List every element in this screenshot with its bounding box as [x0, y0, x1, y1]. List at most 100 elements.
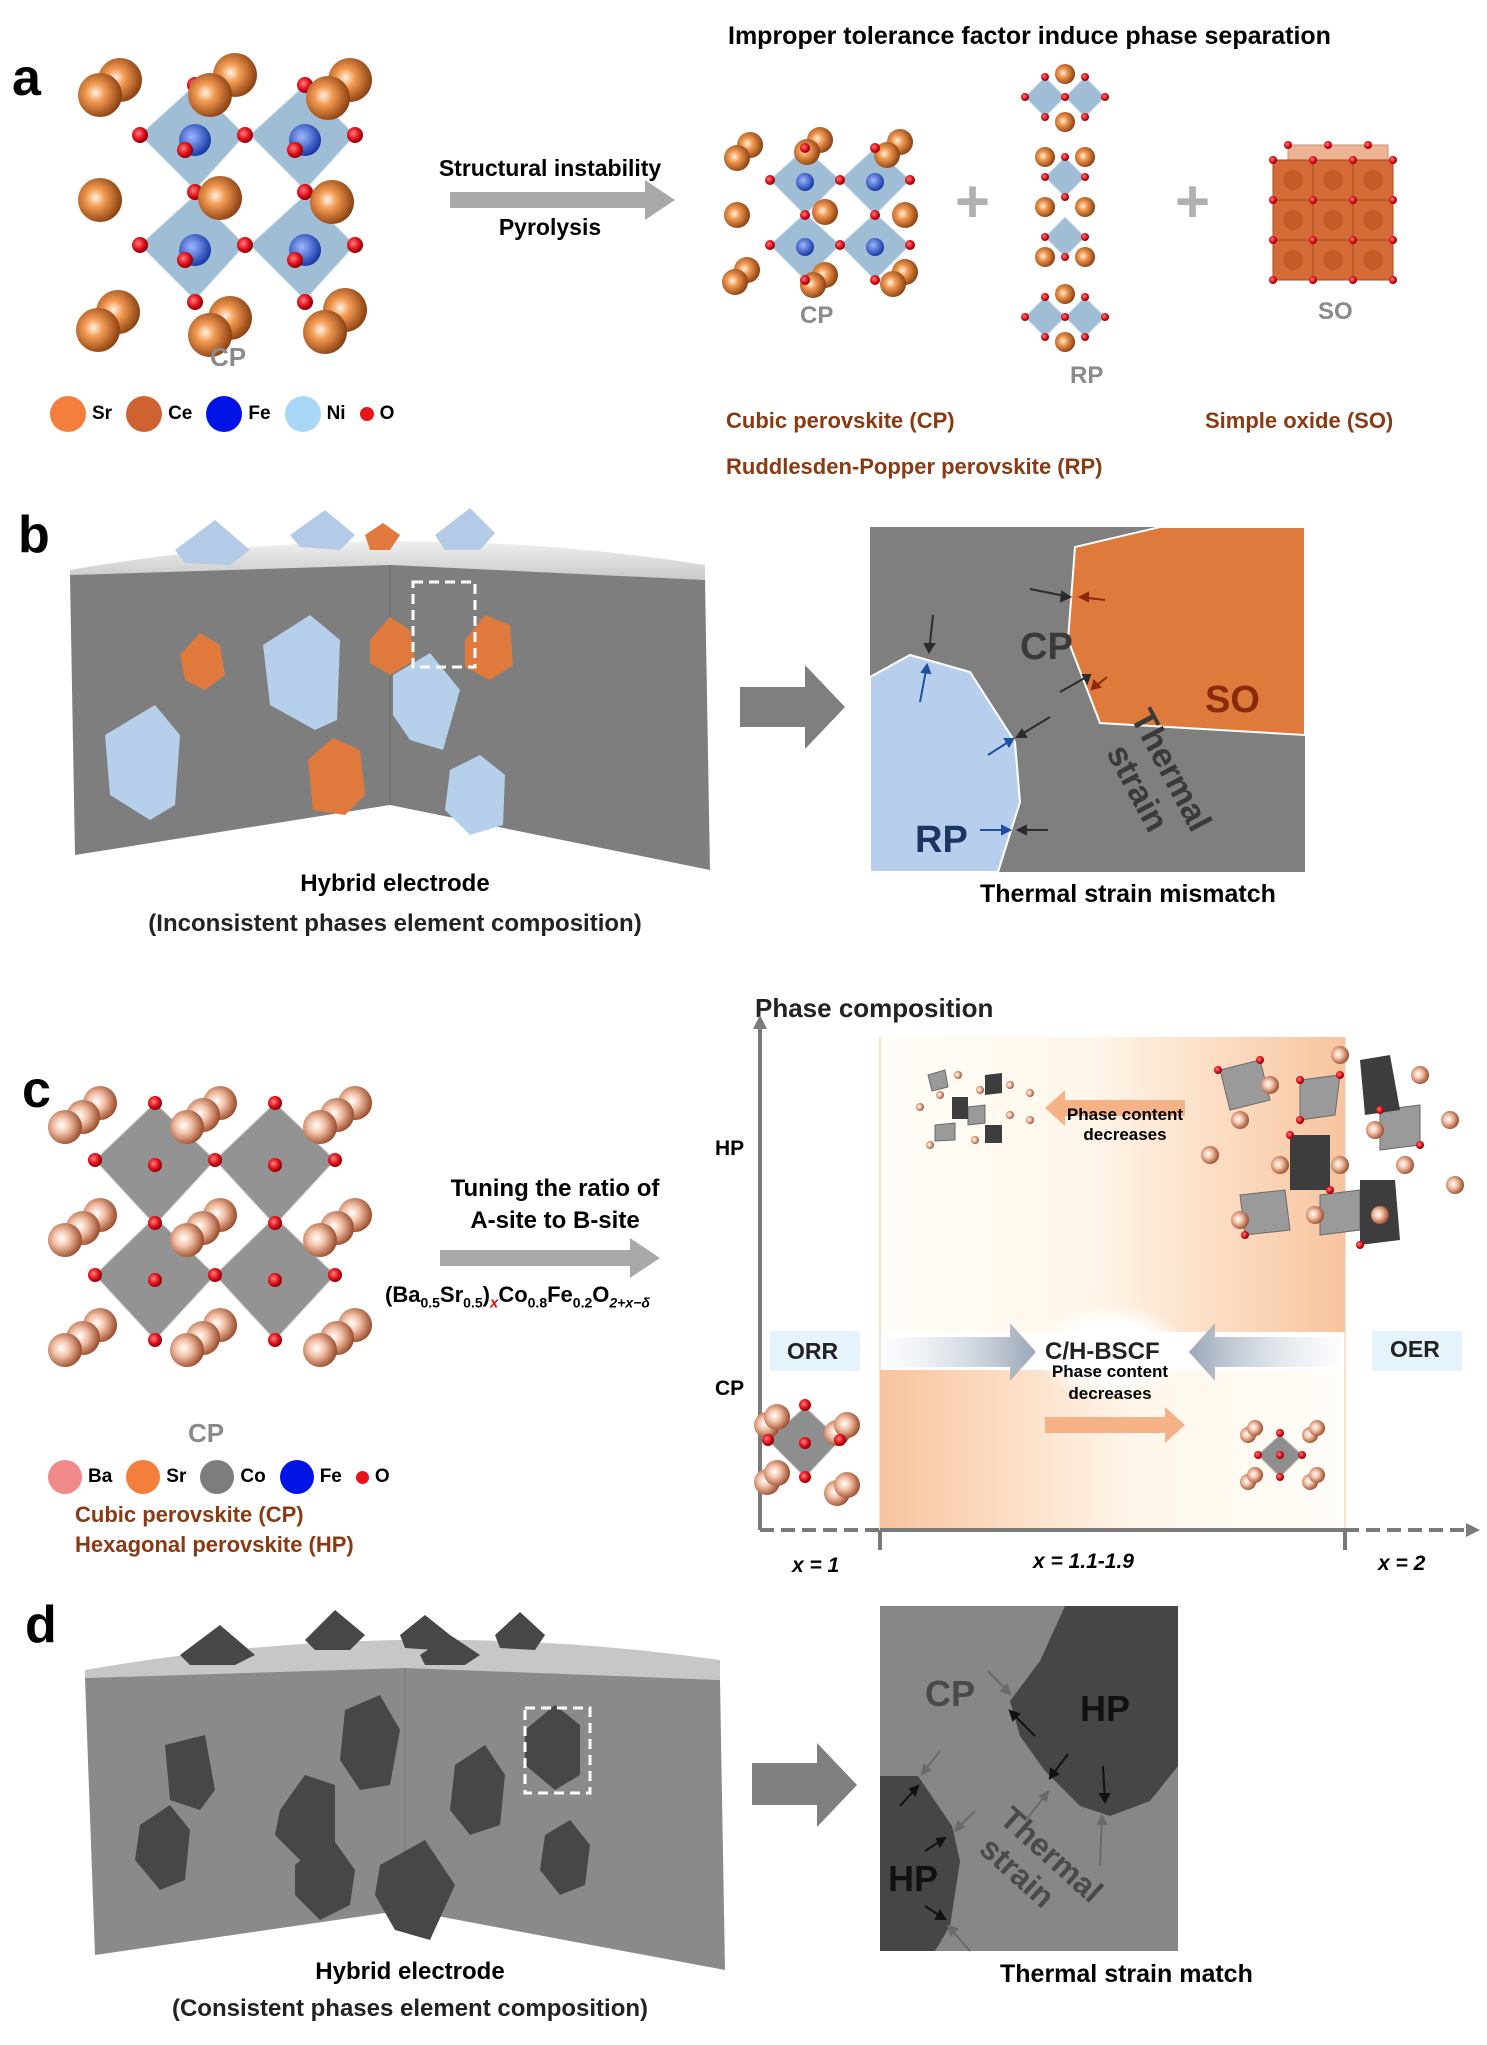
- zoom-caption-d: Thermal strain match: [1000, 1960, 1253, 1988]
- hp-arrow-label-line1: Phase content: [1066, 1105, 1184, 1124]
- x-label-2: x = 2: [1378, 1552, 1426, 1575]
- arrow-label-tuning-line1: Tuning the ratio of: [450, 1175, 660, 1202]
- zoom-label-so-b: SO: [1205, 679, 1260, 721]
- y-label-hp: HP: [715, 1137, 745, 1160]
- x-label-1: x = 1: [792, 1554, 840, 1577]
- arrow-to-center-right: [1189, 1323, 1340, 1381]
- orr-tag: [770, 1331, 860, 1371]
- x-label-1-1-to-1-9: x = 1.1-1.9: [1033, 1550, 1134, 1573]
- electrode-subtitle-b: (Inconsistent phases element composition…: [148, 910, 642, 937]
- panel-letter-d: d: [25, 1596, 57, 1654]
- legend-label-o: O: [379, 403, 395, 424]
- legend-label-co: Co: [240, 1466, 266, 1487]
- zoom-selection-box-d: [523, 1706, 592, 1795]
- transition-arrow-b: [740, 665, 845, 749]
- legend-label-fe-c: Fe: [319, 1466, 342, 1487]
- legend-swatch-fe: [206, 396, 243, 432]
- phase-name-hp-c: Hexagonal perovskite (HP): [75, 1532, 354, 1557]
- oer-tag: [1372, 1331, 1462, 1371]
- legend-label-o-c: O: [374, 1466, 390, 1487]
- hp-region-bottom: [880, 1776, 960, 1951]
- phase-name-so-a: Simple oxide (SO): [1205, 408, 1394, 433]
- element-legend-a: Sr Ce Fe Ni O: [50, 396, 408, 432]
- y-axis-title: Phase composition: [755, 993, 994, 1023]
- zoom-caption-b: Thermal strain mismatch: [980, 880, 1276, 908]
- legend-swatch-ba: [48, 1460, 82, 1494]
- product-label-rp: RP: [1070, 362, 1104, 389]
- chemical-formula: (Ba0.5Sr0.5)xCo0.8Fe0.2O2+x−δ: [385, 1282, 650, 1312]
- cp-label-a: CP: [210, 342, 247, 372]
- zoom-label-rp-b: RP: [915, 819, 968, 861]
- electrode-subtitle-d: (Consistent phases element composition): [171, 1995, 649, 2022]
- legend-swatch-o-c: [355, 1470, 369, 1484]
- cp-structure-small: [1240, 1420, 1325, 1490]
- plus-sign-1: +: [955, 168, 991, 235]
- panel-letter-c: c: [22, 1061, 51, 1119]
- legend-swatch-sr-c: [126, 1460, 161, 1494]
- process-arrow-c: [440, 1238, 660, 1278]
- cp-label-c: CP: [188, 1418, 225, 1448]
- hp-structure-small: [916, 1069, 1034, 1149]
- hybrid-electrode-b: [70, 508, 710, 870]
- legend-swatch-sr: [50, 396, 86, 432]
- phase-name-rp-a: Ruddlesden-Popper perovskite (RP): [726, 454, 1103, 479]
- cp-arrow-label-line1: Phase content: [1051, 1362, 1169, 1381]
- zoom-label-cp-b: CP: [1020, 626, 1073, 668]
- y-label-cp: CP: [715, 1377, 745, 1400]
- legend-swatch-o: [359, 407, 374, 421]
- hp-arrow-label-line2: decreases: [1083, 1125, 1167, 1144]
- legend-swatch-co: [200, 1460, 235, 1494]
- plus-sign-2: +: [1175, 168, 1211, 235]
- rp-crystal-structure: [1021, 64, 1109, 352]
- cp-arrow-label-line2: decreases: [1068, 1384, 1152, 1403]
- legend-label-sr-c: Sr: [166, 1466, 187, 1487]
- element-legend-c: Ba Sr Co Fe O: [48, 1460, 404, 1494]
- legend-label-ce: Ce: [168, 403, 193, 424]
- process-arrow-a: [450, 180, 675, 220]
- so-crystal-structure: [1269, 141, 1397, 284]
- center-label-c-h-bscf: C/H-BSCF: [1045, 1338, 1160, 1365]
- sr-atoms: [76, 53, 372, 357]
- hp-region-top: [1010, 1606, 1178, 1816]
- cp-crystal-structure-c: [48, 1086, 372, 1367]
- arrow-label-tuning-line2: A-site to B-site: [470, 1207, 640, 1234]
- product-label-cp: CP: [800, 302, 834, 329]
- cp-crystal-small-a: [722, 127, 918, 298]
- hp-structure-large: [1201, 1046, 1464, 1249]
- legend-label-ba: Ba: [88, 1466, 113, 1487]
- hp-decrease-arrow: [1045, 1090, 1185, 1126]
- arrow-label-structural-instability: Structural instability: [438, 155, 662, 181]
- phase-name-cp-a: Cubic perovskite (CP): [726, 408, 955, 433]
- legend-label-fe: Fe: [248, 403, 271, 424]
- rp-region: [869, 653, 1022, 873]
- thermal-strain-match-zoom: CP HP HP Thermal strain: [880, 1606, 1178, 1952]
- panel-letter-a: a: [12, 49, 41, 107]
- product-label-so: SO: [1318, 298, 1353, 325]
- zoom-label-hp-top: HP: [1080, 1688, 1130, 1729]
- legend-label-sr: Sr: [92, 403, 113, 424]
- phase-composition-diagram: [753, 1015, 1480, 1550]
- cp-structure-large: [754, 1399, 860, 1506]
- zoom-label-cp-d: CP: [925, 1673, 975, 1714]
- legend-swatch-ce: [126, 396, 163, 432]
- cp-crystal-structure-a: [76, 53, 372, 357]
- zoom-selection-box-b: [411, 580, 477, 669]
- panel-letter-b: b: [18, 506, 50, 564]
- oer-label: OER: [1390, 1336, 1440, 1362]
- electrode-title-d: Hybrid electrode: [315, 1958, 505, 1985]
- thermal-strain-mismatch-zoom: CP SO RP Thermal strain: [869, 526, 1306, 873]
- arrow-label-pyrolysis: Pyrolysis: [498, 214, 602, 240]
- arrow-to-center-left: [885, 1323, 1036, 1381]
- legend-swatch-fe-c: [279, 1460, 314, 1494]
- hybrid-electrode-d: [85, 1610, 725, 1970]
- electrode-title-b: Hybrid electrode: [300, 870, 490, 897]
- zoom-label-hp-bottom: HP: [888, 1858, 938, 1899]
- panel-a-title: Improper tolerance factor induce phase s…: [728, 22, 1331, 50]
- orr-label: ORR: [787, 1338, 839, 1364]
- legend-swatch-ni: [284, 396, 321, 432]
- cp-decrease-arrow: [1045, 1407, 1185, 1443]
- surface-crystal: [175, 520, 250, 565]
- transition-arrow-d: [752, 1743, 857, 1827]
- so-region: [1066, 526, 1306, 737]
- phase-name-cp-c: Cubic perovskite (CP): [75, 1502, 304, 1527]
